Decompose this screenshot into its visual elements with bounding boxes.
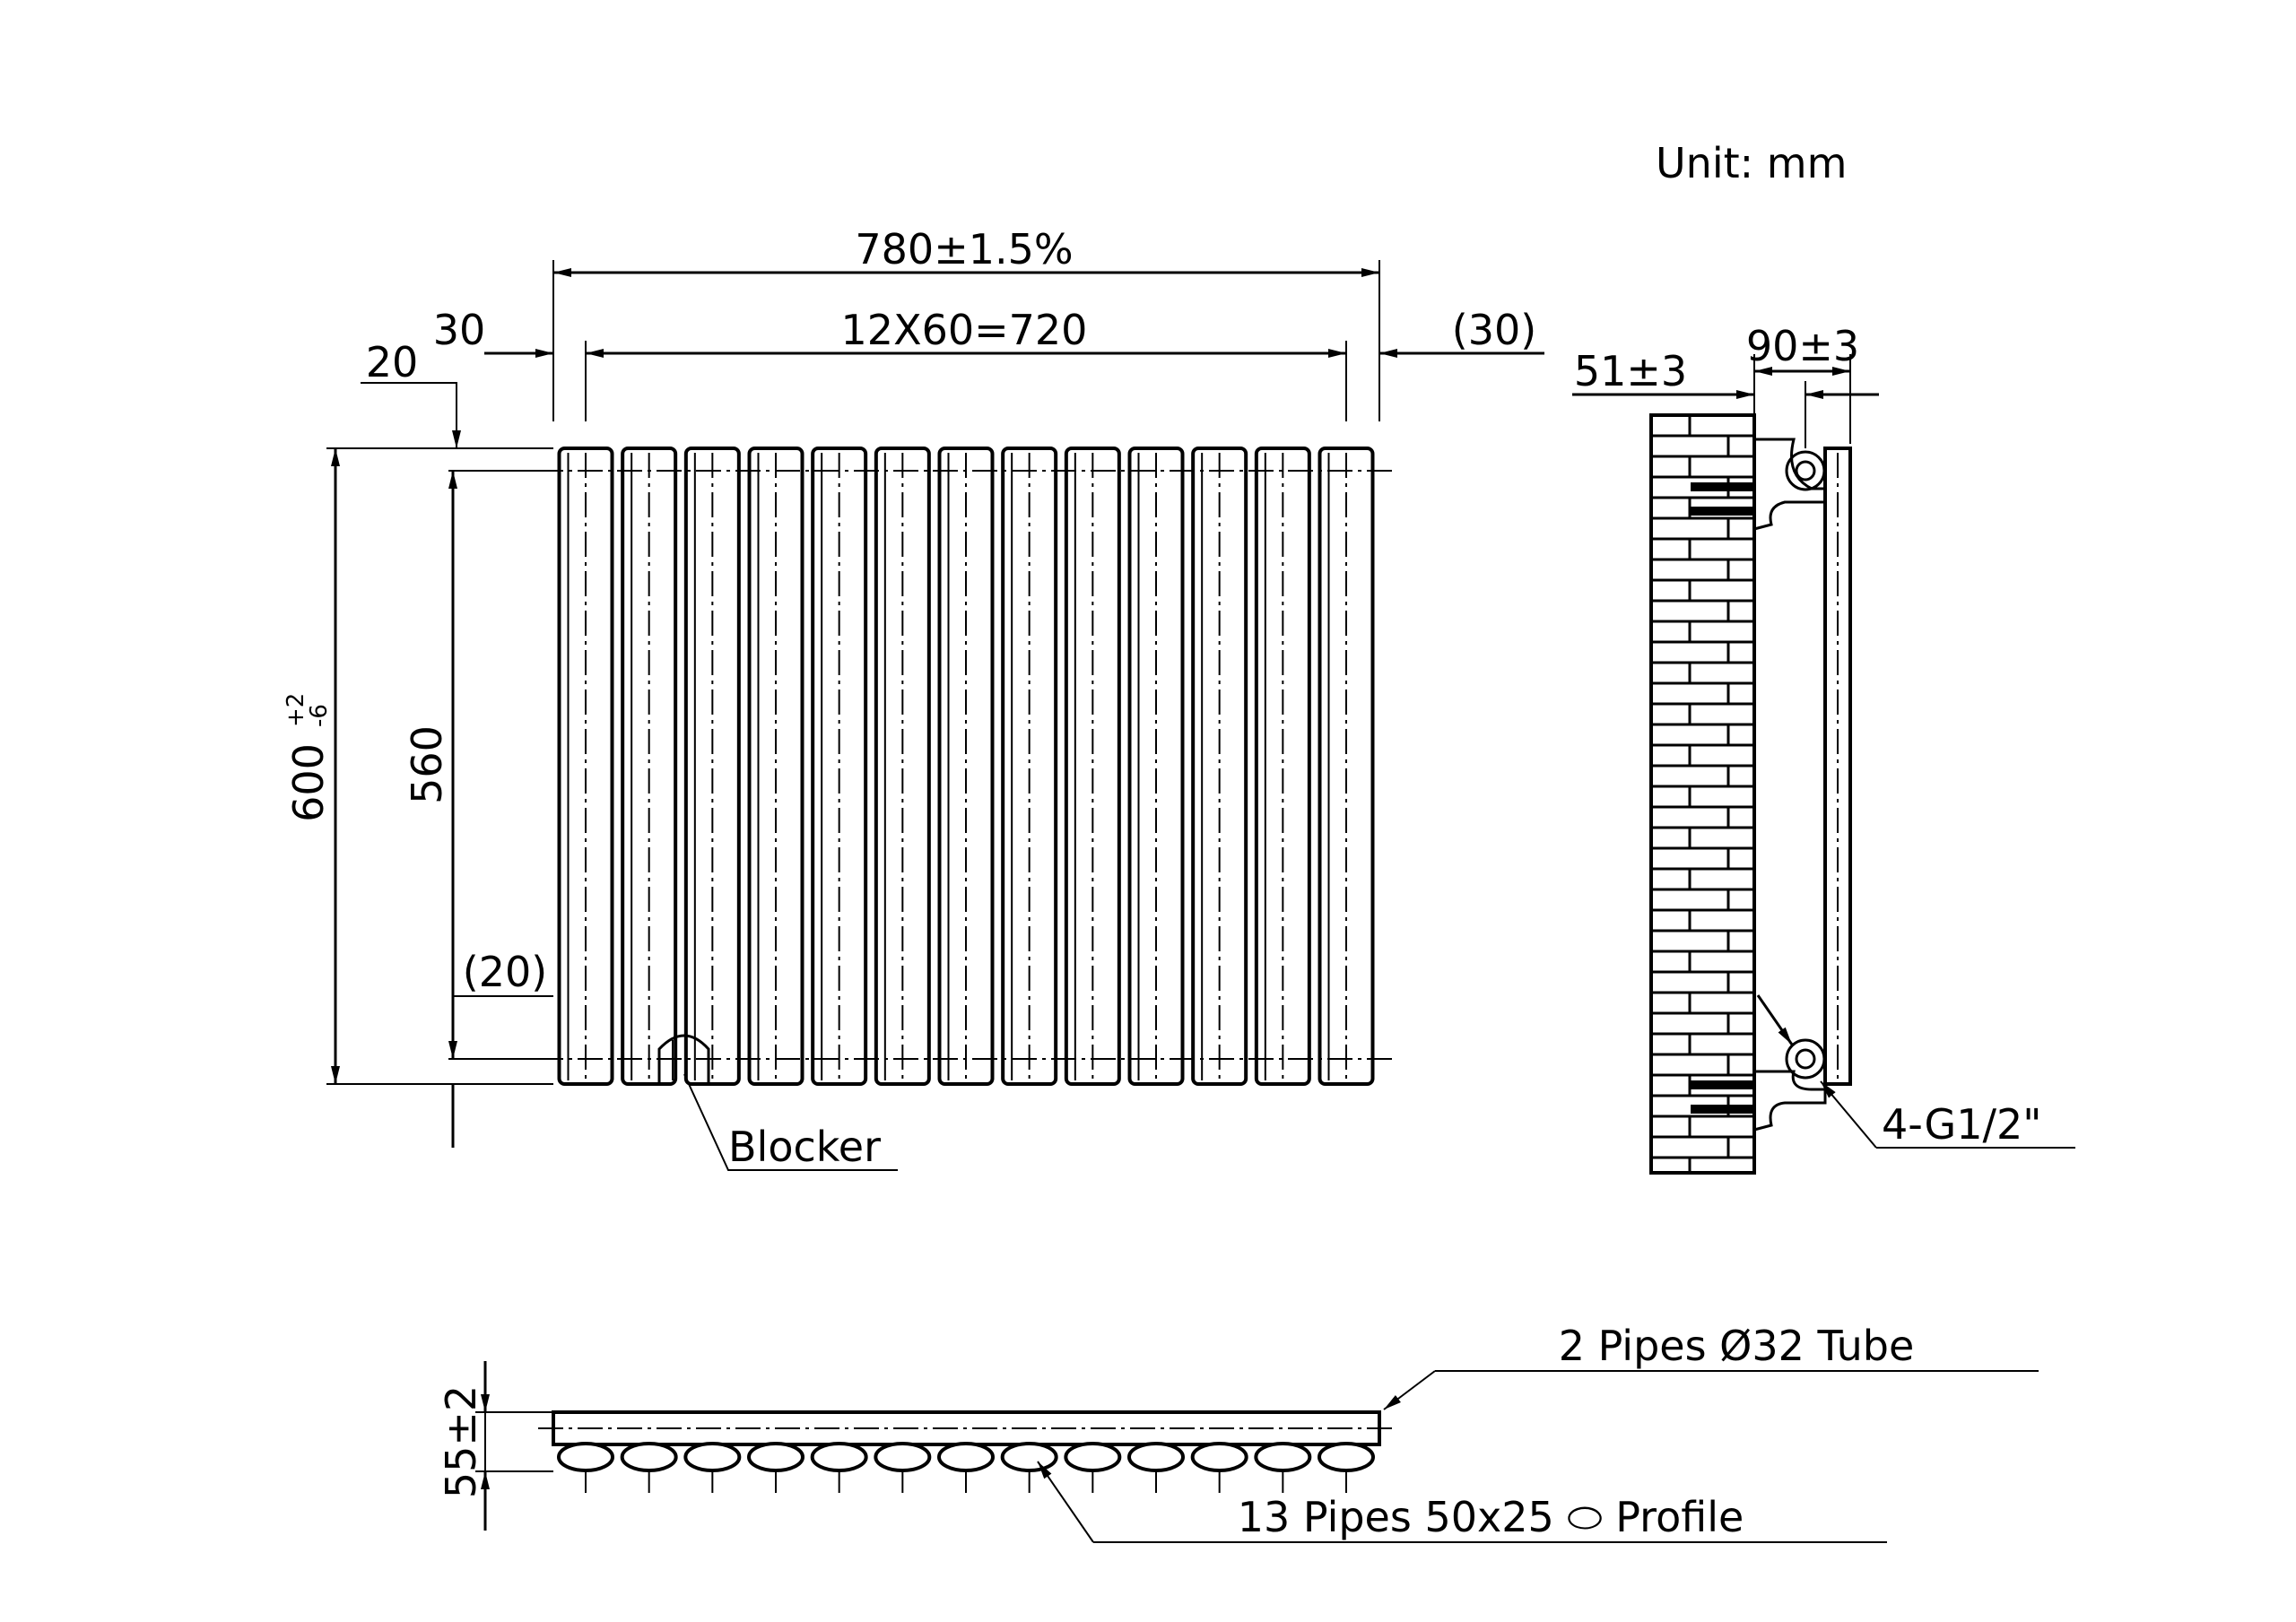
vertical-tube: [747, 447, 804, 1086]
oval-tube-section: [1000, 1442, 1058, 1472]
side-view: 90±3 51±3 4-G1/2": [1572, 322, 2075, 1175]
vertical-tube: [1191, 447, 1248, 1086]
connection-icon: [1785, 450, 1826, 491]
oval-tube-section: [1127, 1442, 1185, 1472]
connection-leader: [1820, 1080, 1877, 1149]
height-tol-plus: +2: [283, 693, 309, 727]
height-tol-minus: -6: [306, 704, 333, 727]
front-tubes: [557, 447, 1375, 1086]
vertical-tube: [811, 447, 868, 1086]
tubes-label: 13 Pipes 50x25 ⬭ Profile: [1238, 1493, 1744, 1541]
oval-tube-section: [557, 1442, 614, 1472]
vertical-tube: [683, 447, 741, 1086]
header-label: 2 Pipes Ø32 Tube: [1559, 1322, 1915, 1370]
oval-tube-section: [683, 1442, 742, 1472]
vertical-tube: [1254, 447, 1311, 1086]
vertical-tube: [1127, 447, 1185, 1086]
pitch-dim-label: 12X60=720: [841, 306, 1088, 354]
vertical-tube: [1064, 447, 1121, 1086]
oval-tube-section: [937, 1442, 995, 1472]
top-offset-label: 20: [366, 338, 419, 386]
oval-tube-section: [620, 1442, 678, 1472]
top-bracket: [1691, 438, 1827, 531]
overall-height-label: 600 +2 -6: [283, 693, 333, 822]
oval-tube-section: [747, 1442, 804, 1472]
right-offset-label: (30): [1452, 306, 1536, 354]
depth-label: 90±3: [1746, 322, 1859, 370]
vertical-tube: [557, 447, 614, 1086]
wall-plug-icon: [1691, 1080, 1753, 1089]
overall-height-value: 600: [284, 743, 333, 822]
left-offset-label: 30: [433, 306, 486, 354]
vertical-tube: [937, 447, 995, 1086]
connection-label: 4-G1/2": [1882, 1100, 2041, 1149]
wall-plug-icon: [1691, 1105, 1753, 1114]
plan-tubes: [557, 1442, 1375, 1493]
oval-tube-section: [1254, 1442, 1312, 1472]
blocker-label: Blocker: [728, 1123, 881, 1171]
connection-icon: [1785, 1038, 1826, 1080]
bottom-offset-label: (20): [463, 948, 547, 996]
vertical-tube: [1001, 447, 1058, 1086]
oval-tube-section: [1318, 1442, 1375, 1472]
overall-width-label: 780±1.5%: [855, 225, 1073, 273]
top-offset-leader: [361, 382, 461, 448]
vertical-tube: [874, 447, 931, 1086]
wall-plug-icon: [1691, 482, 1753, 491]
oval-tube-section: [810, 1442, 868, 1472]
header-leader: [1383, 1370, 1436, 1410]
blocker-leader: [683, 1073, 898, 1171]
blocker-icon: [657, 1034, 710, 1084]
front-view: 780±1.5% 12X60=720 30 (30) 20 600 +2 -6 …: [283, 225, 1544, 1171]
oval-tube-section: [1064, 1442, 1122, 1472]
plan-view: 55±2 2 Pipes Ø32 Tube 13 Pipes 50x25 ⬭ P…: [437, 1322, 2039, 1543]
vertical-tube: [621, 447, 678, 1086]
connection-arrow: [1756, 994, 1794, 1045]
wall-offset-label: 51±3: [1574, 347, 1687, 395]
plan-depth-label: 55±2: [437, 1385, 485, 1498]
unit-label: Unit: mm: [1656, 139, 1847, 187]
center-height-label: 560: [403, 725, 451, 804]
tubes-leader: [1037, 1461, 1094, 1543]
oval-tube-section: [874, 1442, 932, 1472]
oval-tube-section: [1190, 1442, 1248, 1472]
wall-brick: [1649, 413, 1756, 1175]
wall-plug-icon: [1691, 507, 1753, 516]
vertical-tube: [1318, 447, 1375, 1086]
